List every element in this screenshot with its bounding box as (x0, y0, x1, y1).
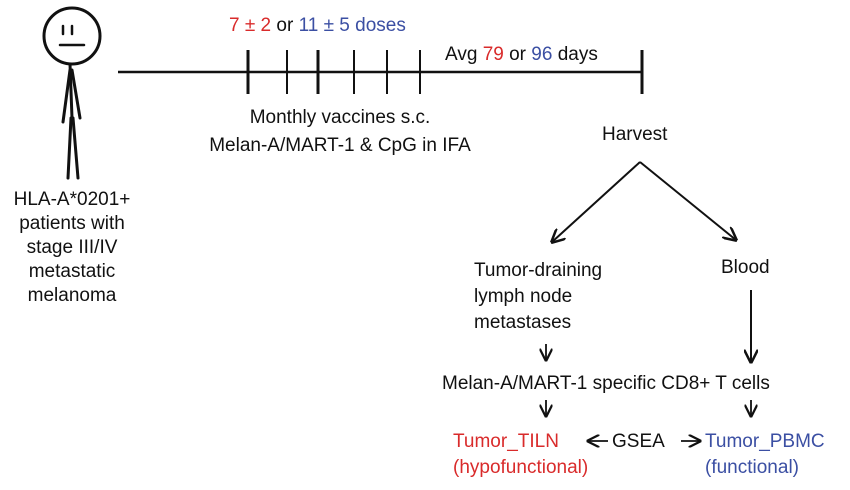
tiln-state: (hypofunctional) (453, 457, 589, 478)
vaccines-line-2: Melan-A/MART-1 & CpG in IFA (209, 135, 471, 156)
doses-red-value: 7 ± 2 (229, 15, 272, 36)
blood-source-label: Blood (721, 257, 770, 278)
tiln-source-line: lymph node (474, 286, 573, 307)
timeline (118, 50, 644, 94)
vaccines-line-1: Monthly vaccines s.c. (249, 107, 431, 128)
gsea-label: GSEA (612, 431, 665, 452)
patient-label: HLA-A*0201+ patients with stage III/IV m… (0, 188, 144, 308)
duration-connector: or (509, 44, 527, 65)
tiln-name: Tumor_TILN (453, 431, 559, 452)
tiln-source-label: Tumor-draining lymph node metastases (474, 258, 602, 336)
patient-line: patients with (19, 213, 125, 234)
harvest-label: Harvest (602, 124, 668, 145)
doses-label: 7 ± 2 or 11 ± 5 doses (229, 16, 406, 35)
pbmc-state: (functional) (705, 457, 799, 478)
pbmc-name: Tumor_PBMC (705, 431, 825, 452)
cells-label: Melan-A/MART-1 specific CD8+ T cells (442, 373, 770, 394)
doses-blue-value: 11 ± 5 doses (298, 15, 406, 36)
stick-figure-icon (42, 6, 102, 180)
patient-line: stage III/IV (26, 237, 118, 258)
patient-line: melanoma (27, 285, 117, 306)
patient-line: HLA-A*0201+ (13, 189, 131, 210)
tiln-source-line: Tumor-draining (474, 260, 603, 281)
harvest-arrows (552, 161, 736, 242)
flow-arrows (546, 290, 751, 441)
duration-suffix: days (557, 44, 598, 65)
duration-label: Avg 79 or 96 days (445, 45, 598, 64)
duration-blue-value: 96 (531, 44, 553, 65)
vaccines-label: Monthly vaccines s.c. Melan-A/MART-1 & C… (170, 104, 510, 160)
tiln-source-line: metastases (474, 312, 572, 333)
duration-red-value: 79 (482, 44, 504, 65)
patient-line: metastatic (28, 261, 116, 282)
doses-connector: or (276, 15, 294, 36)
duration-prefix: Avg (445, 44, 478, 65)
